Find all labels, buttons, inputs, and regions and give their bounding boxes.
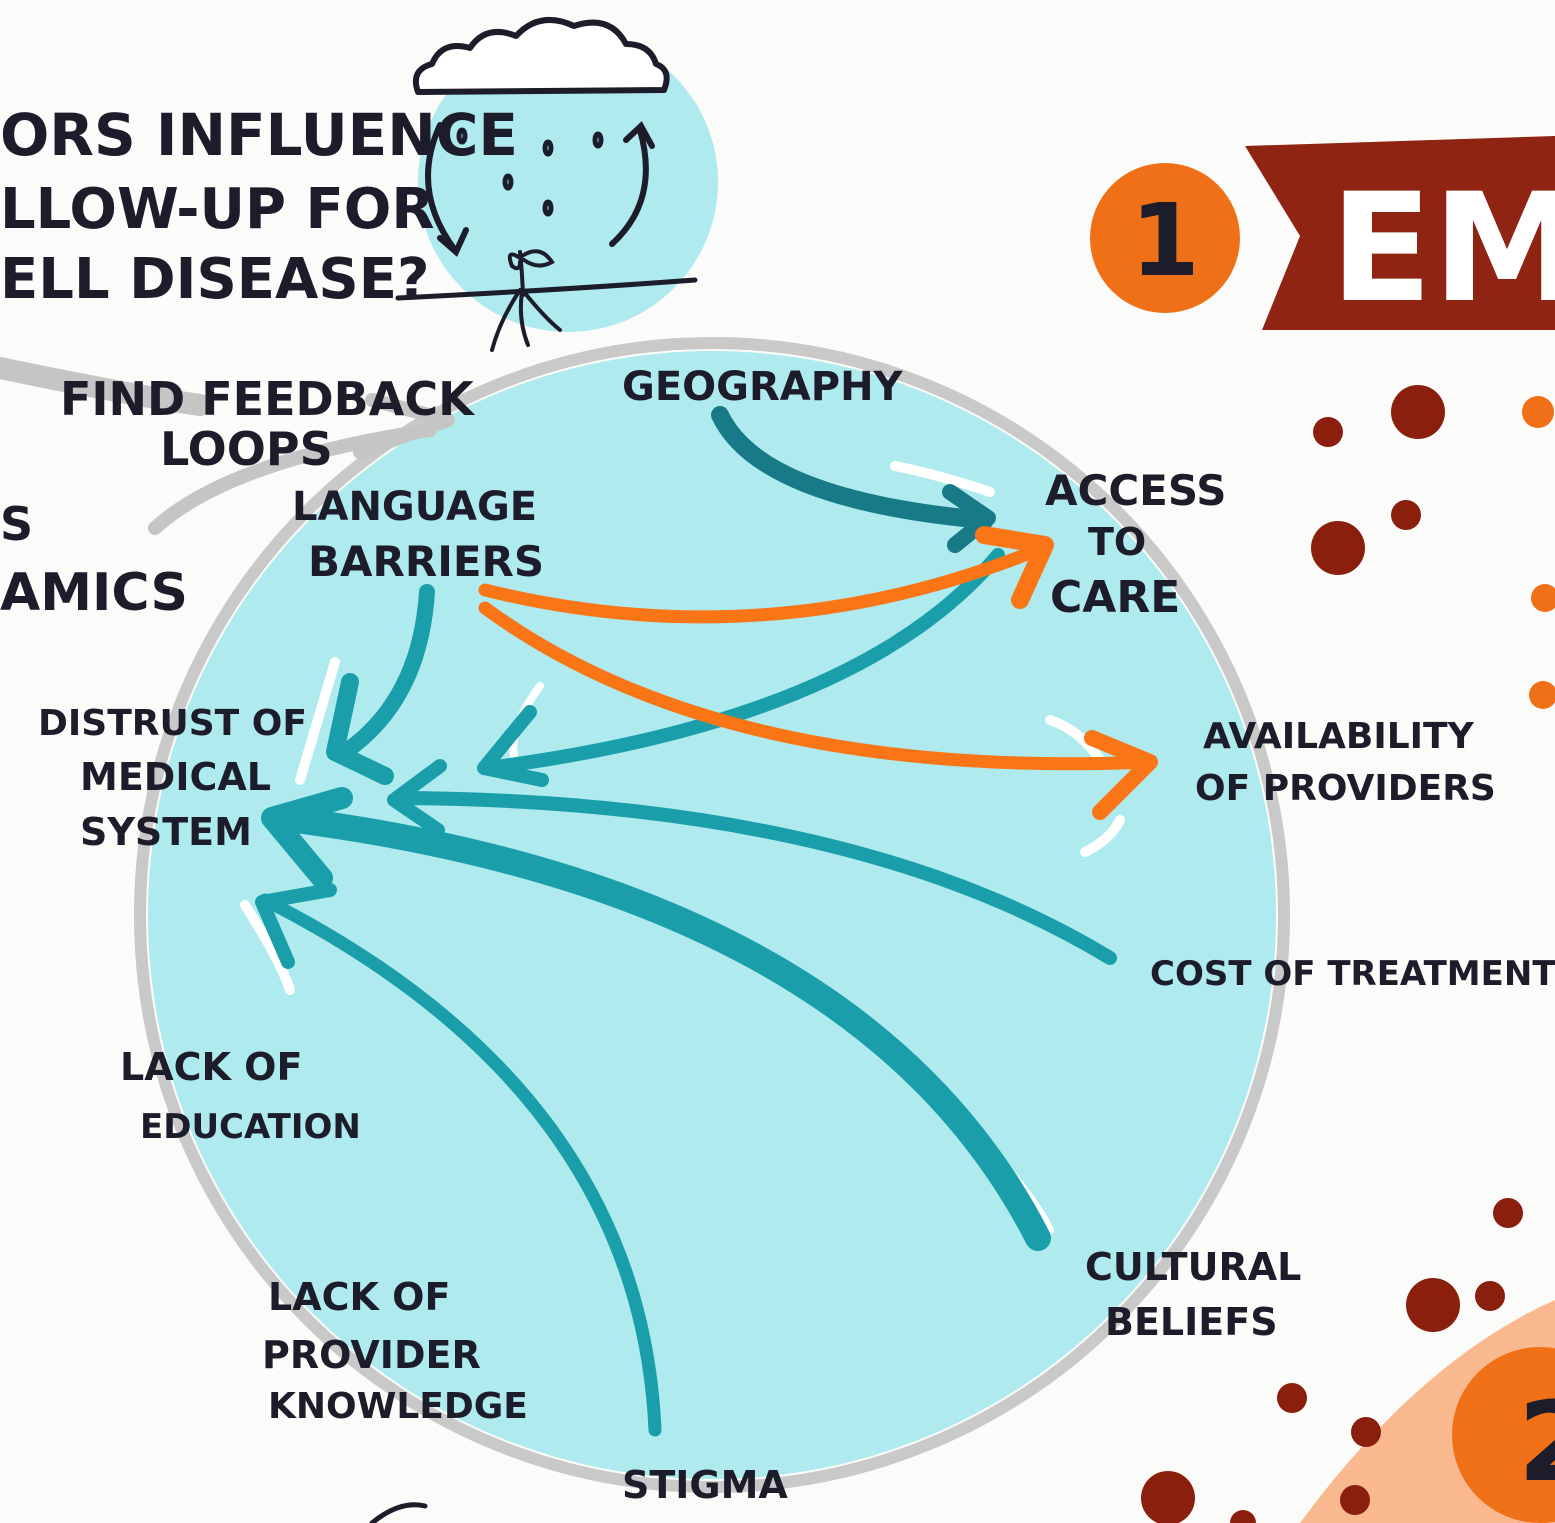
label-provider-knowledge-line-3: KNOWLEDGE <box>268 1386 528 1427</box>
banner-title: EMP <box>1330 162 1555 336</box>
cycle-arrow-right-icon <box>609 121 655 247</box>
question-line-3: ELL DISEASE? <box>0 247 429 312</box>
number-badge-2-label: 2 <box>1518 1378 1555 1506</box>
label-stigma: STIGMA <box>622 1463 788 1507</box>
feedback-note-line-1: FIND FEEDBACK <box>60 372 476 426</box>
label-education-line-1: LACK OF <box>120 1045 302 1089</box>
dynamics-note-line-1: S <box>0 497 33 551</box>
label-distrust-line-1: DISTRUST OF <box>38 703 307 744</box>
label-language-line-1: LANGUAGE <box>292 484 537 530</box>
arrow-cultural-to-distrust <box>261 787 1051 1251</box>
arrow-language-to-access <box>478 526 1054 624</box>
section-badge-2: 2 <box>1452 1347 1555 1523</box>
loop-illustration <box>395 17 718 352</box>
label-availability-line-2: OF PROVIDERS <box>1195 768 1496 809</box>
arrow-access-to-distrust <box>477 548 1005 787</box>
left-notes: FIND FEEDBACK LOOPS S AMICS <box>0 372 476 623</box>
system-circle <box>148 351 1276 1479</box>
ground-line <box>395 277 698 301</box>
dynamics-note-line-2: AMICS <box>0 563 188 623</box>
arrow-geography-to-access <box>711 406 996 553</box>
small-loop-circle <box>418 32 718 332</box>
label-distrust-line-2: MEDICAL <box>80 755 271 799</box>
question-text: ORS INFLUENCE LLOW-UP FOR ELL DISEASE? <box>0 101 518 312</box>
number-badge-2 <box>1452 1347 1555 1523</box>
feedback-note-line-2: LOOPS <box>160 422 333 476</box>
cloud-icon <box>412 17 670 95</box>
label-provider-knowledge-line-1: LACK OF <box>268 1275 450 1319</box>
number-badge-1 <box>1090 163 1240 313</box>
sprout-icon <box>490 249 562 352</box>
label-provider-knowledge-line-2: PROVIDER <box>262 1333 481 1377</box>
arrow-language-to-availability <box>478 601 1158 820</box>
label-access-line-1: ACCESS <box>1045 466 1226 515</box>
label-availability-line-1: AVAILABILITY <box>1203 716 1475 757</box>
question-line-2: LLOW-UP FOR <box>0 177 434 242</box>
arrow-language-to-distrust <box>326 584 435 785</box>
system-circle-rim <box>134 337 1290 1493</box>
label-cultural-line-2: BELIEFS <box>1105 1300 1278 1344</box>
factor-labels: GEOGRAPHY ACCESS TO CARE LANGUAGE BARRIE… <box>38 364 1555 1507</box>
label-education-line-2: EDUCATION <box>140 1107 361 1147</box>
banner-ribbon <box>1245 136 1555 330</box>
cycle-arrow-left-icon <box>425 122 469 257</box>
arrow-cost-to-distrust <box>387 759 1117 965</box>
label-distrust-line-3: SYSTEM <box>80 810 252 854</box>
arrows <box>255 406 1158 1437</box>
decorative-dots <box>1141 385 1555 1523</box>
label-language-line-2: BARRIERS <box>308 537 544 586</box>
rain-drops-icon <box>456 127 604 217</box>
number-badge-1-label: 1 <box>1130 182 1200 299</box>
section-banner-1: 1 EMP <box>1090 136 1555 336</box>
label-access-line-3: CARE <box>1050 572 1180 623</box>
label-access-line-2: TO <box>1088 520 1146 564</box>
partial-ink-stroke <box>369 1502 428 1523</box>
label-geography: GEOGRAPHY <box>622 364 904 410</box>
label-cost: COST OF TREATMENT <box>1150 954 1555 994</box>
label-cultural-line-1: CULTURAL <box>1085 1245 1301 1289</box>
arrow-stigma-to-distrust <box>255 883 662 1437</box>
question-line-1: ORS INFLUENCE <box>0 101 518 169</box>
feedback-arrow <box>0 357 455 535</box>
